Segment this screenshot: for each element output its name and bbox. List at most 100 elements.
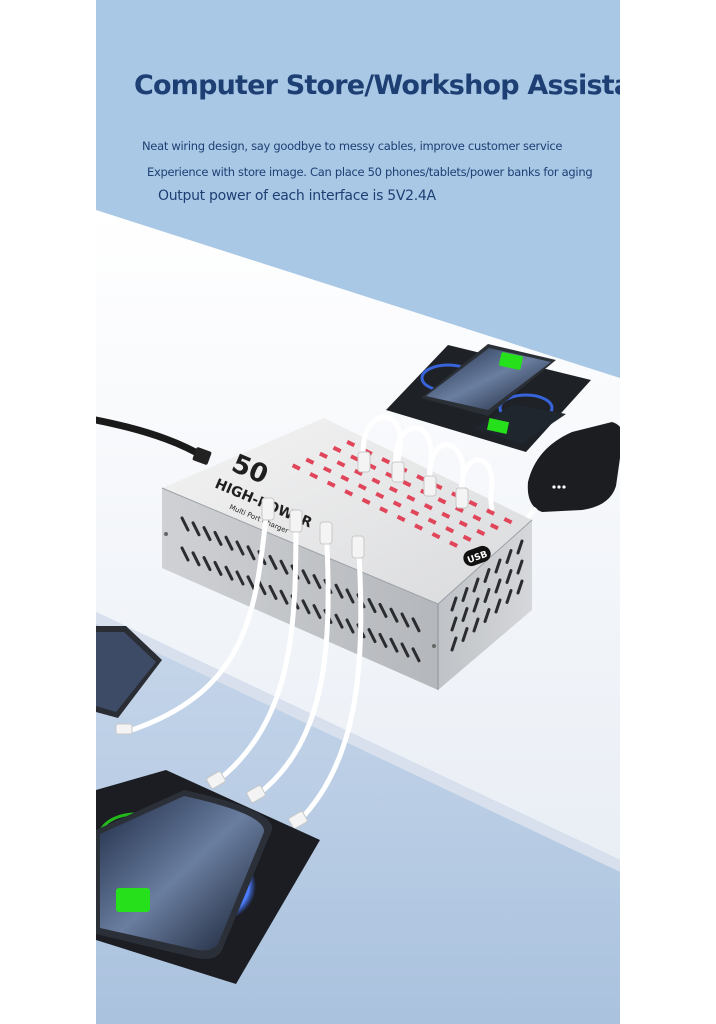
vent-slot — [483, 608, 491, 623]
usb-port — [476, 528, 486, 536]
usb-port — [441, 511, 451, 519]
usb-port — [410, 509, 420, 517]
usb-port — [392, 500, 402, 508]
usb-port — [423, 503, 433, 511]
usb-port — [416, 474, 426, 482]
usb-port — [326, 480, 336, 488]
hanging-cables — [123, 497, 364, 825]
vent-slot — [461, 627, 469, 642]
cable-plugs — [357, 451, 469, 509]
vent-slot — [472, 597, 480, 613]
vent-slot — [367, 598, 377, 614]
vent-slot — [494, 598, 502, 614]
usb-port — [305, 457, 315, 465]
vent-slot — [246, 545, 256, 561]
vent-slot — [400, 612, 410, 628]
vent-slot — [268, 584, 278, 600]
usb-port — [503, 517, 513, 525]
usb-port — [462, 534, 472, 542]
usb-port — [291, 463, 301, 471]
tablet-left — [96, 626, 162, 718]
hanging-plugs — [115, 497, 365, 829]
power-plug — [192, 447, 212, 465]
usb-port — [353, 468, 363, 476]
vent-slot — [334, 583, 344, 599]
vent-slot — [450, 596, 458, 612]
vent-slot — [411, 647, 421, 663]
usb-port — [344, 489, 354, 497]
usb-port — [431, 532, 441, 540]
vent-slot — [472, 617, 480, 633]
vent-slot — [472, 577, 480, 593]
usb-port — [472, 514, 482, 522]
vent-slot — [191, 521, 201, 537]
vent-slot — [483, 568, 491, 583]
usb-port — [379, 506, 389, 514]
usb-port — [388, 486, 398, 494]
usb-port — [350, 454, 360, 462]
vent-slot — [450, 616, 458, 632]
charger-box — [161, 418, 533, 690]
page-title: Computer Store/Workshop Assistant — [134, 70, 620, 101]
feature-line-2: Experience with store image. Can place 5… — [147, 165, 593, 179]
vent-slot — [516, 559, 524, 575]
vent-slot — [180, 546, 190, 562]
vent-slot — [494, 558, 502, 574]
vent-slot — [516, 579, 524, 595]
vent-slot — [505, 549, 513, 564]
phone-top — [421, 344, 556, 416]
phone-bottom — [96, 790, 273, 959]
usb-port — [427, 517, 437, 525]
vent-slot — [268, 554, 278, 570]
vent-slot — [235, 570, 245, 586]
vent-slot — [461, 607, 469, 622]
feature-line-3: Output power of each interface is 5V2.4A — [158, 188, 436, 204]
vent-slot — [202, 526, 212, 542]
vent-slot — [378, 632, 388, 648]
feature-line-1: Neat wiring design, say goodbye to messy… — [142, 139, 563, 153]
charge-indicator-top — [486, 418, 510, 434]
usb-port — [346, 439, 356, 448]
usb-badge: USB — [463, 545, 491, 566]
vent-slot — [461, 587, 469, 602]
vent-slot — [345, 588, 355, 604]
vent-slot — [202, 556, 212, 572]
usb-port — [336, 460, 346, 468]
usb-port — [402, 480, 412, 488]
vent-slot — [334, 613, 344, 629]
phone-top-2 — [474, 404, 566, 444]
usb-port — [489, 522, 499, 531]
usb-port — [332, 445, 342, 453]
vent-slot — [345, 618, 355, 634]
vent-slot — [257, 580, 267, 596]
usb-port — [319, 451, 328, 459]
vent-slot — [213, 560, 223, 576]
product-scene: 50 HIGH-POWER Multi Port Charger USB — [96, 210, 620, 1024]
vent-slot — [483, 588, 491, 603]
usb-port — [381, 457, 391, 465]
vent-slot — [224, 535, 234, 551]
vent-slot — [505, 589, 513, 604]
vent-slot — [301, 569, 311, 585]
usb-port — [445, 526, 455, 534]
usb-port — [371, 477, 381, 485]
vent-slot — [494, 578, 502, 594]
vent-slot — [516, 539, 524, 555]
usb-port — [486, 508, 495, 516]
usb-port — [458, 520, 468, 528]
vent-slot — [180, 516, 190, 532]
vent-slot — [246, 575, 256, 591]
usb-port — [406, 494, 416, 502]
vent-slot — [224, 565, 234, 581]
usb-port — [361, 497, 371, 505]
vent-slot — [389, 607, 399, 623]
vent-slot — [450, 636, 458, 652]
vent-slot — [389, 637, 399, 653]
loop-cables — [360, 414, 495, 511]
usb-port — [396, 514, 406, 523]
usb-port — [414, 523, 424, 531]
vent-slot — [279, 559, 289, 575]
vent-slot — [312, 574, 322, 590]
vent-slot — [378, 602, 388, 618]
product-poster: 50 HIGH-POWER Multi Port Charger USB — [96, 0, 620, 1024]
